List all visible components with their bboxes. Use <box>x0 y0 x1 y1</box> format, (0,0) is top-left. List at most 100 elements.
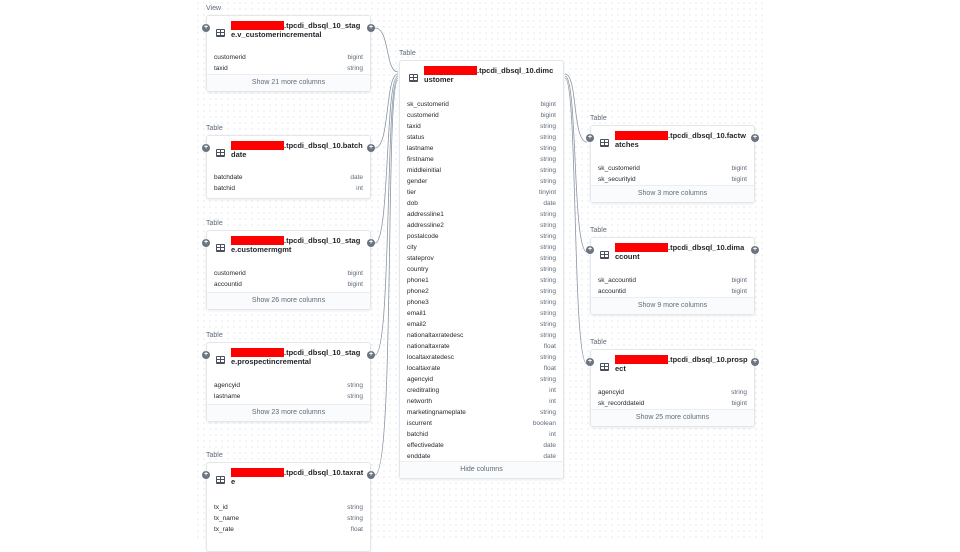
node-title[interactable]: .tpcdi_dbsql_10.dimc ustomer <box>424 66 554 84</box>
node-batchdate[interactable]: Table .tpcdi_dbsql_10.batch date batchda… <box>202 125 375 199</box>
node-prospectincremental[interactable]: Table .tpcdi_dbsql_10_stag e.prospectinc… <box>202 332 375 422</box>
show-more-columns-button[interactable]: Show 9 more columns <box>591 297 754 314</box>
expand-upstream-icon[interactable]: + <box>202 24 210 32</box>
node-dimaccount[interactable]: Table .tpcdi_dbsql_10.dima ccount sk_acc… <box>586 227 759 315</box>
table-icon <box>216 476 225 484</box>
redacted-catalog-name <box>615 243 668 252</box>
redacted-catalog-name <box>231 236 284 245</box>
node-type-label: Table <box>206 125 223 132</box>
expand-downstream-icon[interactable]: + <box>367 239 375 247</box>
expand-downstream-icon[interactable]: + <box>367 144 375 152</box>
expand-upstream-icon[interactable]: + <box>586 134 594 142</box>
node-title[interactable]: .tpcdi_dbsql_10_stag e.prospectincrement… <box>231 348 361 366</box>
node-dimcustomer[interactable]: Table .tpcdi_dbsql_10.dimc ustomer sk_cu… <box>399 50 564 479</box>
node-factwatches[interactable]: Table .tpcdi_dbsql_10.factw atches sk_cu… <box>586 115 759 203</box>
expand-downstream-icon[interactable]: + <box>367 351 375 359</box>
show-more-columns-button[interactable]: Show 21 more columns <box>207 74 370 91</box>
node-title[interactable]: .tpcdi_dbsql_10_stag e.v_customerincreme… <box>231 21 361 39</box>
view-icon <box>216 29 225 37</box>
node-title[interactable]: .tpcdi_dbsql_10.factw atches <box>615 131 746 149</box>
expand-upstream-icon[interactable]: + <box>202 144 210 152</box>
node-title[interactable]: .tpcdi_dbsql_10.taxrat e <box>231 468 364 486</box>
expand-upstream-icon[interactable]: + <box>202 239 210 247</box>
expand-upstream-icon[interactable]: + <box>202 351 210 359</box>
show-more-columns-button[interactable]: Show 26 more columns <box>207 292 370 309</box>
expand-upstream-icon[interactable]: + <box>202 471 210 479</box>
node-customermgmt[interactable]: Table .tpcdi_dbsql_10_stag e.customermgm… <box>202 220 375 310</box>
expand-upstream-icon[interactable]: + <box>586 358 594 366</box>
node-v-customerincremental[interactable]: View .tpcdi_dbsql_10_stag e.v_customerin… <box>202 5 375 92</box>
show-more-columns-button[interactable]: Show 23 more columns <box>207 404 370 421</box>
table-icon <box>600 251 609 259</box>
expand-downstream-icon[interactable]: + <box>751 358 759 366</box>
node-title[interactable]: .tpcdi_dbsql_10.dima ccount <box>615 243 745 261</box>
node-title[interactable]: .tpcdi_dbsql_10_stag e.customermgmt <box>231 236 361 254</box>
node-title[interactable]: .tpcdi_dbsql_10.prosp ect <box>615 355 748 373</box>
expand-downstream-icon[interactable]: + <box>751 134 759 142</box>
node-type-label: Table <box>206 220 223 227</box>
expand-downstream-icon[interactable]: + <box>751 246 759 254</box>
hide-columns-button[interactable]: Hide columns <box>400 461 563 478</box>
node-title[interactable]: .tpcdi_dbsql_10.batch date <box>231 141 363 159</box>
node-type-label: Table <box>399 50 416 57</box>
expand-downstream-icon[interactable]: + <box>367 471 375 479</box>
show-more-columns-button[interactable]: Show 3 more columns <box>591 185 754 202</box>
show-more-columns-button[interactable]: Show 25 more columns <box>591 409 754 426</box>
node-type-label: Table <box>590 227 607 234</box>
expand-downstream-icon[interactable]: + <box>367 24 375 32</box>
node-prospect[interactable]: Table .tpcdi_dbsql_10.prosp ect agencyid… <box>586 339 759 427</box>
expand-upstream-icon[interactable]: + <box>586 246 594 254</box>
